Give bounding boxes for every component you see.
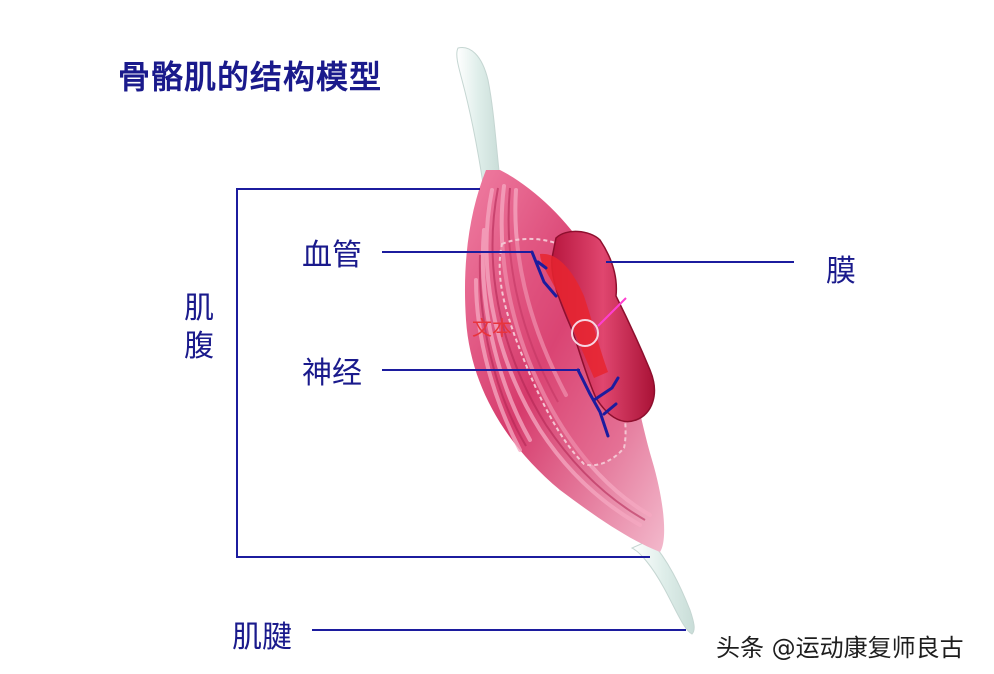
lower-tendon	[630, 539, 695, 635]
label-nerve: 神经	[302, 356, 362, 391]
vessel-nerve-strokes	[530, 250, 620, 438]
leader-lines	[236, 188, 794, 631]
label-membrane: 膜	[826, 254, 856, 289]
label-muscle-belly: 肌腹	[184, 291, 214, 364]
diagram-title: 骨骼肌的结构模型	[118, 58, 383, 96]
upper-tendon	[456, 46, 501, 191]
inner-bundle	[540, 253, 608, 378]
watermark: 头条 @运动康复师良古	[716, 634, 964, 662]
pointer-line	[597, 297, 627, 327]
label-blood-vessel: 血管	[302, 238, 362, 273]
section-circle-marker	[571, 319, 599, 347]
label-inner-text: 文本	[472, 316, 512, 340]
label-tendon: 肌腱	[232, 620, 292, 655]
